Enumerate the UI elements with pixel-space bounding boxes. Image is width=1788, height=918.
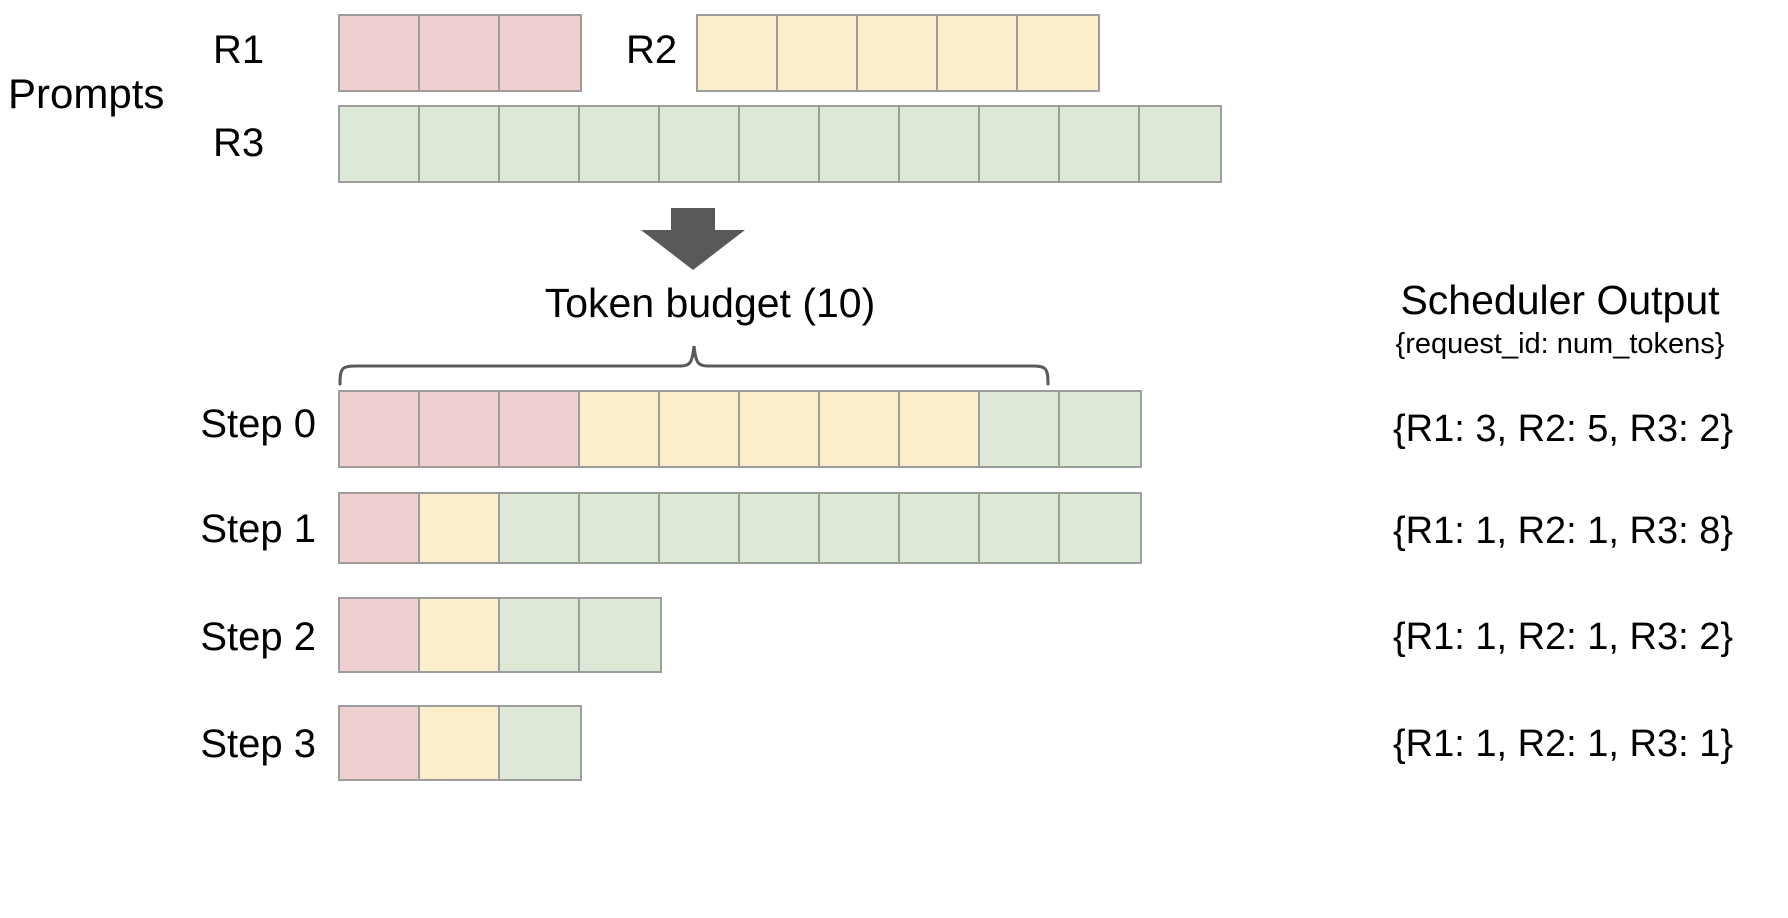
step-strip-2	[338, 597, 662, 673]
step-label-3: Step 3	[200, 722, 316, 766]
scheduler-output-row-1: {R1: 1, R2: 1, R3: 8}	[1392, 510, 1734, 552]
token-cell	[820, 494, 900, 562]
token-cell	[500, 392, 580, 466]
token-cell	[420, 599, 500, 671]
token-cell	[660, 494, 740, 562]
token-cell	[420, 392, 500, 466]
arrow-down-icon	[633, 208, 753, 270]
scheduler-output-title: Scheduler Output	[1400, 277, 1720, 323]
prompt-label-r1: R1	[213, 28, 265, 72]
token-cell	[980, 107, 1060, 181]
token-cell	[740, 494, 820, 562]
token-cell	[698, 16, 778, 90]
token-cell	[500, 494, 580, 562]
prompts-section-label: Prompts	[8, 70, 165, 117]
token-cell	[420, 707, 500, 779]
prompt-strip-r2	[696, 14, 1100, 92]
token-cell	[340, 107, 420, 181]
token-cell	[500, 707, 580, 779]
token-cell	[740, 392, 820, 466]
token-cell	[340, 599, 420, 671]
step-strip-0	[338, 390, 1142, 468]
token-cell	[580, 392, 660, 466]
token-cell	[820, 392, 900, 466]
step-strip-3	[338, 705, 582, 781]
token-cell	[778, 16, 858, 90]
curly-brace-icon	[338, 344, 1050, 386]
token-cell	[858, 16, 938, 90]
token-cell	[1060, 392, 1140, 466]
token-cell	[340, 392, 420, 466]
prompt-strip-r3	[338, 105, 1222, 183]
token-cell	[980, 392, 1060, 466]
scheduler-output-row-0: {R1: 3, R2: 5, R3: 2}	[1392, 408, 1734, 450]
token-cell	[340, 16, 420, 90]
token-cell	[900, 392, 980, 466]
token-cell	[900, 107, 980, 181]
token-cell	[500, 107, 580, 181]
token-cell	[420, 16, 500, 90]
step-label-0: Step 0	[200, 402, 316, 446]
token-cell	[420, 107, 500, 181]
token-cell	[660, 392, 740, 466]
step-strip-1	[338, 492, 1142, 564]
step-label-2: Step 2	[200, 615, 316, 659]
prompt-label-r3: R3	[213, 121, 265, 165]
token-cell	[980, 494, 1060, 562]
token-cell	[820, 107, 900, 181]
token-cell	[420, 494, 500, 562]
scheduler-output-row-3: {R1: 1, R2: 1, R3: 1}	[1392, 723, 1734, 765]
token-cell	[740, 107, 820, 181]
token-cell	[1060, 494, 1140, 562]
prompt-strip-r1	[338, 14, 582, 92]
scheduler-output-subtitle: {request_id: num_tokens}	[1395, 328, 1725, 360]
token-cell	[580, 599, 660, 671]
token-cell	[1018, 16, 1098, 90]
token-cell	[900, 494, 980, 562]
token-cell	[1060, 107, 1140, 181]
token-budget-label: Token budget (10)	[544, 280, 876, 326]
prompt-label-r2: R2	[626, 28, 678, 72]
token-cell	[938, 16, 1018, 90]
token-cell	[500, 16, 580, 90]
scheduler-output-row-2: {R1: 1, R2: 1, R3: 2}	[1392, 616, 1734, 658]
token-cell	[660, 107, 740, 181]
token-cell	[340, 494, 420, 562]
token-cell	[580, 107, 660, 181]
step-label-1: Step 1	[200, 507, 316, 551]
token-cell	[580, 494, 660, 562]
token-cell	[340, 707, 420, 779]
token-cell	[1140, 107, 1220, 181]
token-cell	[500, 599, 580, 671]
